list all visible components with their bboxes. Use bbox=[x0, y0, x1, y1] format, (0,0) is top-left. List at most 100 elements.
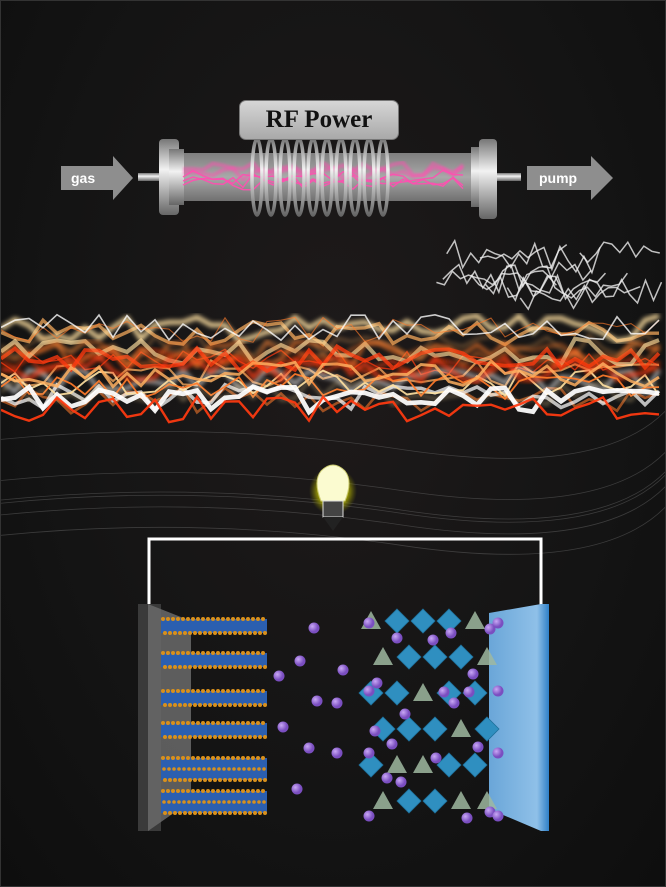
lightning-streak bbox=[1, 343, 661, 374]
anode-layer bbox=[161, 617, 267, 635]
ion bbox=[445, 627, 457, 639]
ion bbox=[291, 783, 303, 795]
lightning-streak bbox=[1, 316, 660, 343]
ion bbox=[303, 742, 315, 754]
ion bbox=[369, 725, 381, 737]
gas-label: gas bbox=[71, 170, 96, 186]
ion bbox=[492, 810, 504, 822]
octahedron bbox=[358, 752, 384, 778]
tetrahedron bbox=[451, 719, 471, 737]
pump-outlet-arrow bbox=[527, 156, 613, 200]
anode-layer bbox=[161, 651, 267, 669]
octahedron bbox=[462, 752, 488, 778]
ion bbox=[381, 772, 393, 784]
light-bulb-icon bbox=[309, 464, 357, 531]
white-filament bbox=[484, 272, 607, 301]
tetrahedron bbox=[477, 647, 497, 665]
octahedron bbox=[474, 716, 500, 742]
ion bbox=[308, 622, 320, 634]
ion bbox=[430, 752, 442, 764]
circuit-wire bbox=[147, 537, 543, 607]
white-filament bbox=[479, 244, 601, 275]
octahedron bbox=[448, 644, 474, 670]
octahedron bbox=[436, 752, 462, 778]
white-filament bbox=[564, 278, 663, 310]
ion bbox=[492, 747, 504, 759]
ion bbox=[363, 617, 375, 629]
white-filament bbox=[519, 283, 641, 311]
lightning-streaks bbox=[1, 238, 665, 555]
lightning-streak bbox=[1, 317, 659, 347]
gas-inlet-arrow bbox=[61, 156, 133, 200]
anode-electrode bbox=[138, 604, 267, 831]
octahedron bbox=[422, 644, 448, 670]
lightning-streak bbox=[1, 394, 660, 424]
tetrahedron bbox=[477, 791, 497, 809]
rf-power-label: RF Power bbox=[239, 100, 399, 140]
ion bbox=[467, 668, 479, 680]
tetrahedron bbox=[387, 755, 407, 773]
ion bbox=[331, 747, 343, 759]
octahedron bbox=[396, 644, 422, 670]
white-filament bbox=[436, 270, 557, 298]
ion bbox=[427, 634, 439, 646]
ion bbox=[461, 812, 473, 824]
ion bbox=[399, 708, 411, 720]
tetrahedron bbox=[413, 683, 433, 701]
faint-streak bbox=[1, 451, 665, 500]
ion bbox=[492, 685, 504, 697]
ion bbox=[448, 697, 460, 709]
migrating-ions bbox=[273, 622, 349, 795]
ion bbox=[363, 747, 375, 759]
lightning-streak bbox=[1, 383, 660, 416]
ion bbox=[337, 664, 349, 676]
ion bbox=[395, 776, 407, 788]
tetrahedron bbox=[373, 791, 393, 809]
lightning-streak bbox=[1, 378, 660, 406]
ion bbox=[463, 686, 475, 698]
white-filament bbox=[446, 238, 568, 270]
white-filament bbox=[506, 272, 628, 303]
ion bbox=[294, 655, 306, 667]
lightning-streak bbox=[1, 331, 660, 360]
ion bbox=[363, 810, 375, 822]
anode-layer bbox=[161, 789, 267, 815]
cathode-electrode bbox=[358, 604, 549, 831]
faint-streak bbox=[1, 486, 665, 535]
octahedron bbox=[384, 608, 410, 634]
lightning-streak bbox=[1, 359, 660, 389]
ion bbox=[386, 738, 398, 750]
anode-layer bbox=[161, 689, 267, 707]
ion bbox=[331, 697, 343, 709]
anode-layer bbox=[161, 721, 267, 739]
ion bbox=[311, 695, 323, 707]
lightning-streak bbox=[1, 313, 660, 342]
cathode-crystal-structure bbox=[358, 608, 504, 824]
tetrahedron bbox=[465, 611, 485, 629]
lightning-streak bbox=[1, 312, 660, 344]
plasma-tube bbox=[138, 137, 521, 219]
ion bbox=[391, 632, 403, 644]
faint-streak bbox=[1, 474, 665, 523]
faint-streak bbox=[1, 471, 665, 520]
octahedron bbox=[422, 716, 448, 742]
ion bbox=[492, 617, 504, 629]
lightning-streak bbox=[1, 336, 660, 367]
lightning-streak bbox=[1, 339, 660, 370]
faint-streak bbox=[1, 506, 665, 555]
octahedron bbox=[384, 680, 410, 706]
ion bbox=[273, 670, 285, 682]
ion bbox=[484, 623, 496, 635]
anode-layer bbox=[161, 756, 267, 782]
tetrahedron bbox=[451, 791, 471, 809]
tetrahedron bbox=[373, 647, 393, 665]
layered-anode-material bbox=[161, 617, 267, 815]
octahedron bbox=[396, 716, 422, 742]
white-filament bbox=[579, 240, 660, 264]
ion bbox=[472, 741, 484, 753]
ion bbox=[363, 685, 375, 697]
octahedron bbox=[422, 788, 448, 814]
ion bbox=[438, 686, 450, 698]
